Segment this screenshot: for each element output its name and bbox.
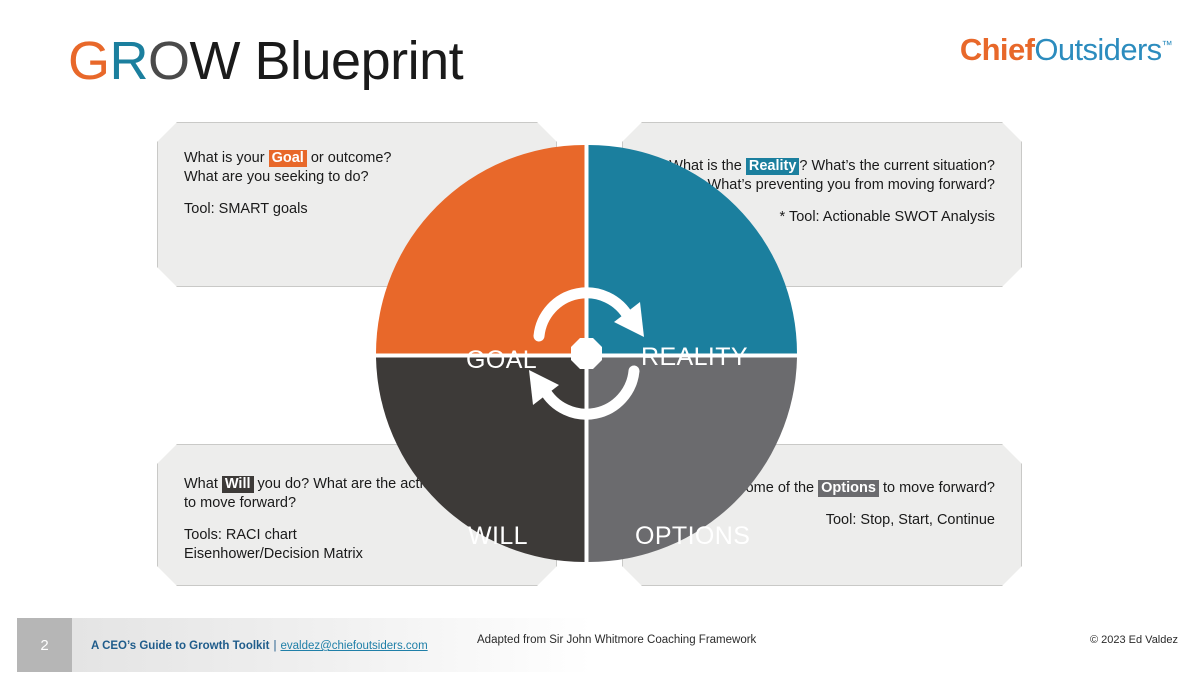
callout-goal-question-line2: What are you seeking to do? (184, 169, 369, 186)
footer-email-link[interactable]: evaldez@chiefoutsiders.com (280, 640, 428, 652)
callout-reality-question: What is the Reality? What’s the current … (649, 157, 995, 195)
page-title-letter-o: O (148, 31, 190, 91)
callout-goal-question-post: or outcome? (306, 150, 392, 166)
callout-goal-keyword: Goal (269, 150, 307, 167)
page-title: GROW Blueprint (68, 31, 464, 91)
callout-reality-tool: * Tool: Actionable SWOT Analysis (779, 209, 995, 226)
wheel-label-reality: REALITY (641, 343, 748, 371)
callout-will-tool-line1: Tools: RACI chart (184, 527, 297, 544)
wheel-quadrant-will (376, 357, 585, 562)
footer-toolkit-line: A CEO’s Guide to Growth Toolkit|evaldez@… (91, 640, 428, 652)
brand-word-outsiders: Outsiders (1034, 31, 1162, 67)
callout-will-question-pre: What (184, 476, 222, 492)
footer-attribution: Adapted from Sir John Whitmore Coaching … (477, 634, 757, 646)
callout-reality-keyword: Reality (746, 158, 800, 175)
page-title-rest: Blueprint (240, 31, 464, 91)
callout-will-keyword: Will (222, 476, 254, 493)
page-title-letter-w: W (189, 31, 241, 91)
callout-will-tool-line2: Eisenhower/Decision Matrix (184, 546, 363, 563)
footer-gradient-band (72, 618, 592, 672)
callout-options-question-post: to move forward? (878, 480, 995, 496)
wheel-quadrant-reality (588, 145, 797, 354)
footer-copyright: © 2023 Ed Valdez (1089, 634, 1178, 646)
wheel-label-goal: GOAL (466, 346, 538, 374)
grow-diagram: What is your Goal or outcome? What are yo… (0, 96, 1200, 596)
chief-outsiders-crescent-logo-icon (905, 30, 948, 68)
page-title-letter-r: R (109, 31, 149, 91)
wheel-label-options: OPTIONS (635, 522, 751, 550)
wheel-quadrant-goal (376, 145, 585, 354)
wheel-label-will: WILL (468, 522, 528, 550)
callout-options-keyword: Options (818, 480, 879, 497)
wheel-quadrant-options (588, 357, 797, 562)
callout-reality-question-post: ? What’s the current situation? What’s p… (707, 158, 995, 194)
callout-goal-tool: Tool: SMART goals (184, 201, 308, 218)
brand-word-chief: Chief (959, 31, 1035, 67)
footer: 2 A CEO’s Guide to Growth Toolkit|evalde… (0, 611, 1200, 679)
brand-logo: ChiefOutsiders™ (900, 26, 1173, 72)
cyclical-arrows-icon (529, 287, 644, 420)
page-number: 2 (17, 618, 72, 672)
brand-wordmark: ChiefOutsiders™ (959, 31, 1173, 67)
grow-wheel (374, 141, 799, 566)
page-title-letter-g: G (68, 31, 110, 91)
callout-goal-question: What is your Goal or outcome? What are yo… (184, 149, 530, 187)
trademark-symbol: ™ (1161, 39, 1173, 52)
footer-separator: | (273, 640, 277, 652)
footer-toolkit-label: A CEO’s Guide to Growth Toolkit (91, 640, 270, 652)
callout-goal-question-pre: What is your (184, 150, 269, 166)
callout-options-tool: Tool: Stop, Start, Continue (825, 512, 995, 529)
